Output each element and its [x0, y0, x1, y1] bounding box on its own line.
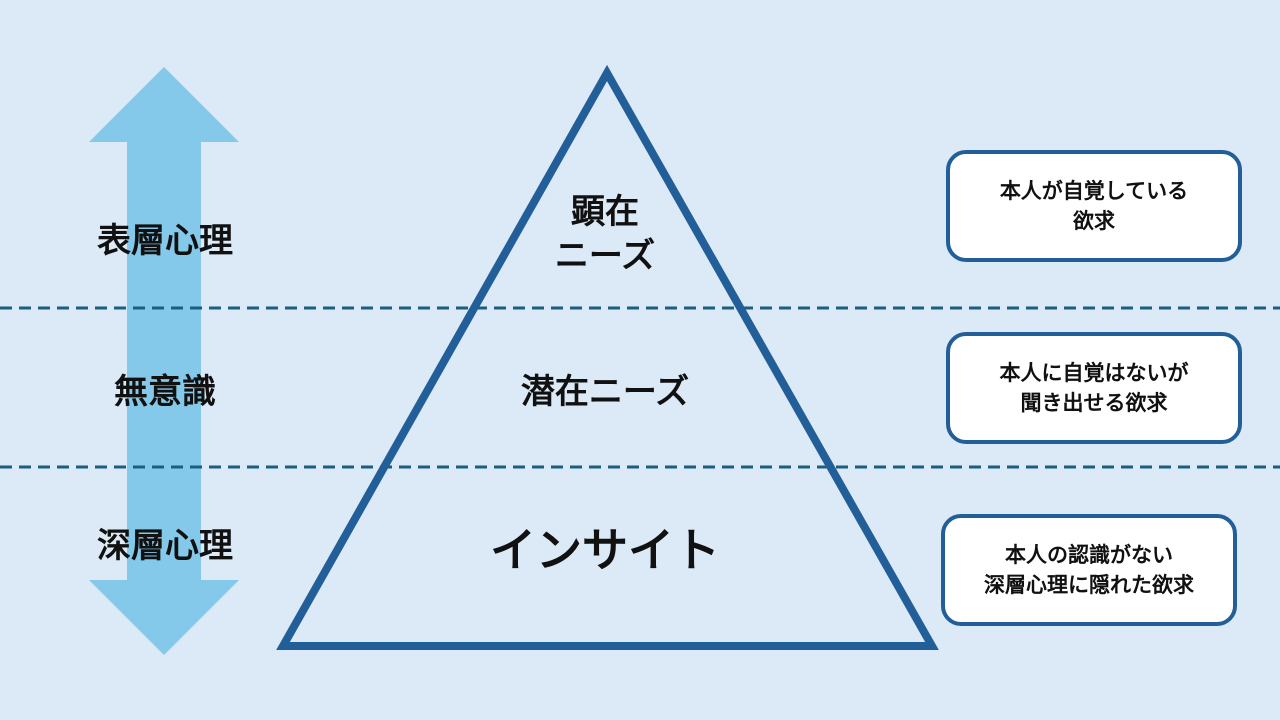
- description-box-explicit: 本人が自覚している欲求: [946, 150, 1242, 262]
- double-arrow-icon: [89, 67, 239, 655]
- label-surface-psychology: 表層心理: [97, 221, 233, 261]
- label-unconscious: 無意識: [114, 372, 216, 412]
- box-line: 欲求: [1073, 209, 1115, 233]
- pyramid-top-label: 顕在 ニーズ: [400, 190, 810, 278]
- box-line: 聞き出せる欲求: [1020, 391, 1168, 415]
- pyramid-top-line2: ニーズ: [554, 236, 656, 276]
- box-line: 本人が自覚している: [999, 179, 1189, 203]
- box-line: 本人の認識がない: [1005, 543, 1173, 567]
- pyramid-triangle: [276, 64, 939, 650]
- label-deep-psychology: 深層心理: [97, 526, 233, 566]
- pyramid-top-line1: 顕在: [571, 192, 639, 232]
- description-box-insight: 本人の認識がない深層心理に隠れた欲求: [941, 514, 1237, 626]
- pyramid-middle-label: 潜在ニーズ: [520, 372, 690, 412]
- box-line: 本人に自覚はないが: [999, 361, 1189, 385]
- description-box-latent: 本人に自覚はないが聞き出せる欲求: [946, 332, 1242, 444]
- pyramid-bottom-label: インサイト: [490, 523, 720, 577]
- box-line: 深層心理に隠れた欲求: [984, 573, 1194, 597]
